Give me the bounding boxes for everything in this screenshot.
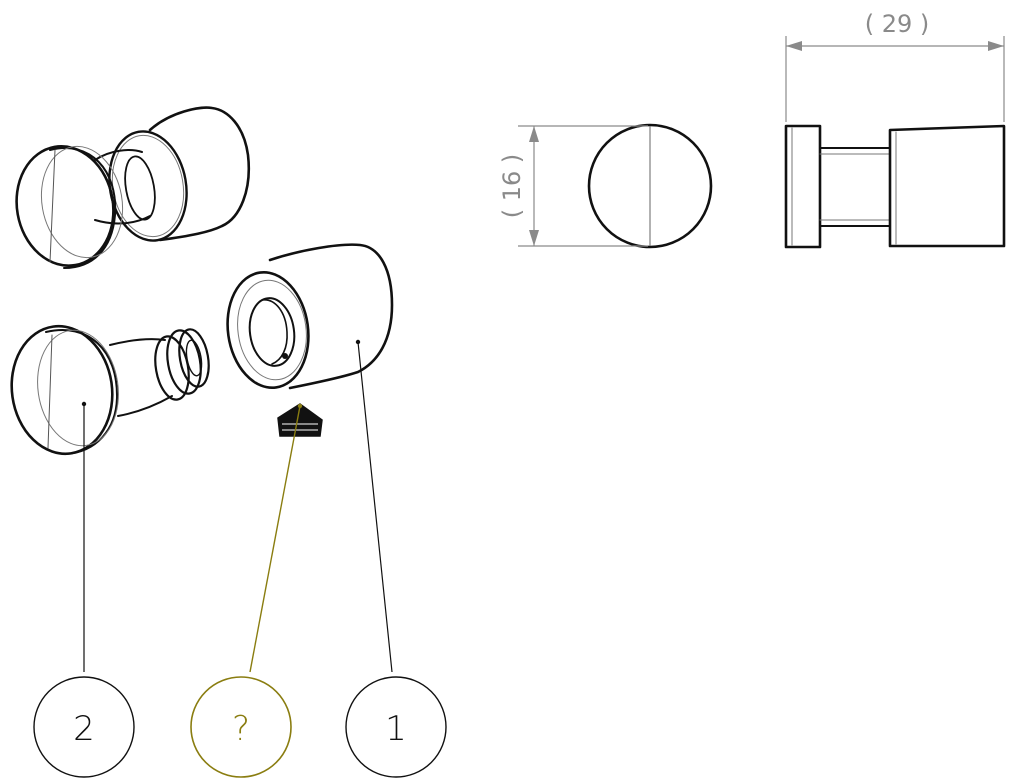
balloon-unknown-label: ? <box>232 709 250 749</box>
part-2-head <box>10 324 210 456</box>
leader-part-1 <box>357 341 393 673</box>
set-screw <box>277 403 323 437</box>
width-dimension <box>785 36 1005 122</box>
balloon-2-label: 2 <box>73 709 95 749</box>
side-view <box>784 124 1006 249</box>
width-dimension-label: ( 29 ) <box>865 10 930 38</box>
balloon-2: 2 <box>33 676 135 778</box>
balloon-unknown: ? <box>190 676 292 778</box>
diameter-dimension-label: ( 16 ) <box>498 154 526 219</box>
leader-part-unknown <box>249 405 301 673</box>
part-1-sleeve <box>226 243 394 390</box>
front-view <box>518 123 713 249</box>
balloon-1: 1 <box>345 676 447 778</box>
assembled-hook <box>15 106 251 269</box>
balloon-1-label: 1 <box>385 709 407 749</box>
